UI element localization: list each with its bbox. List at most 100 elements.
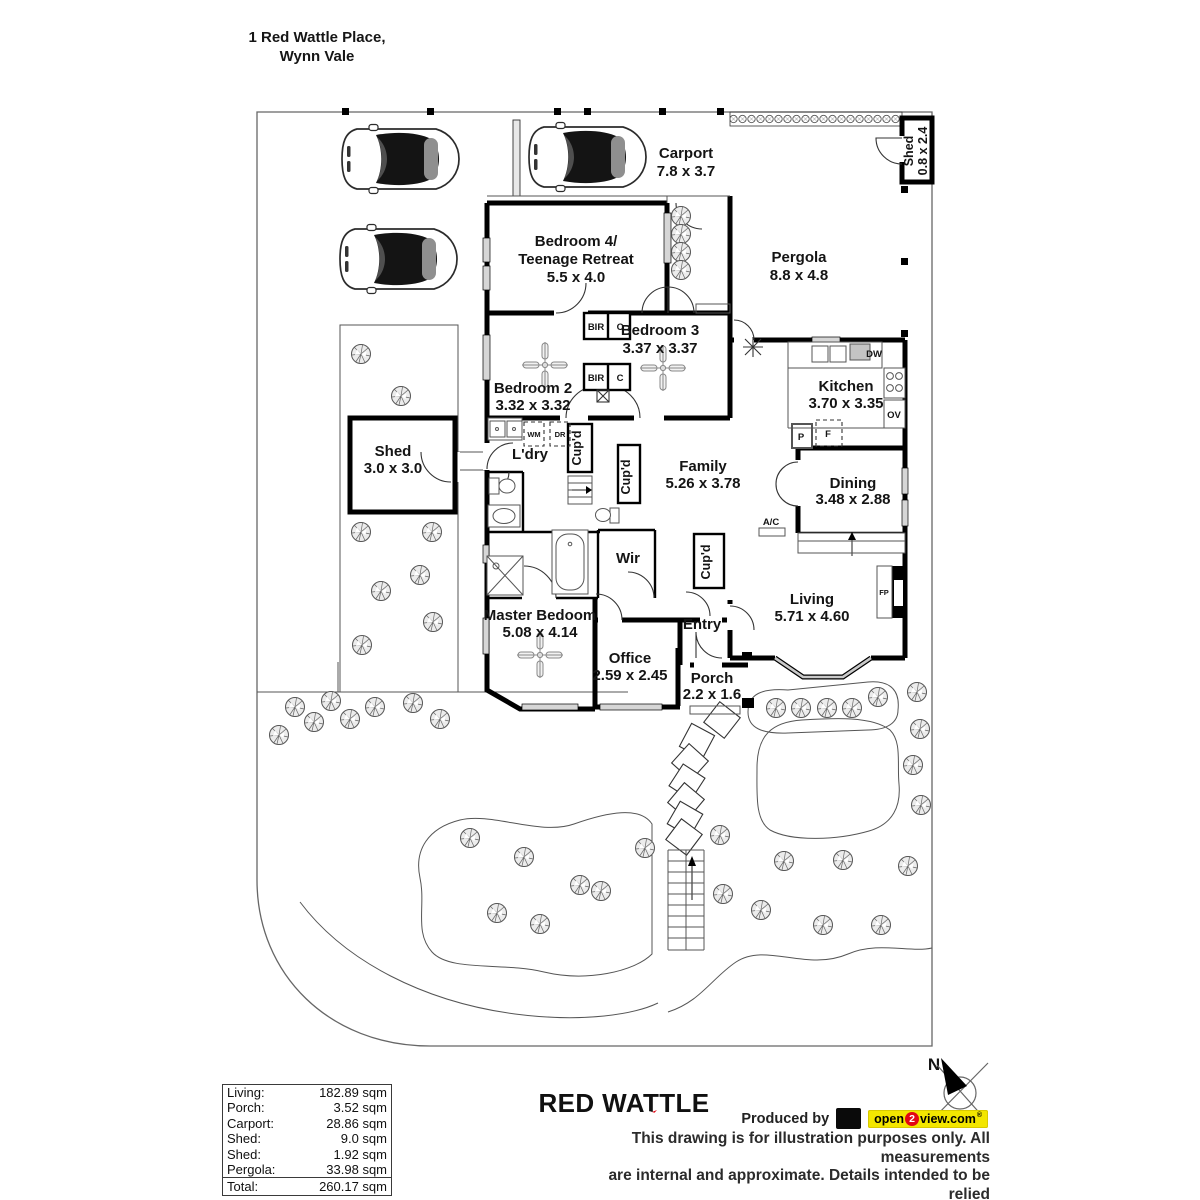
lawn-left [418,812,653,977]
plant-icon [671,260,691,280]
living-dims: 5.71 x 4.60 [774,608,849,625]
cupd-label: Cup'd [570,431,584,466]
tree-icon [530,914,550,934]
open2view-logo: open 2 view.com ® [868,1109,988,1128]
p-label: P [798,432,805,443]
area-value: 182.89 sqm [319,1085,387,1100]
table-row: Pergola: 33.98 sqm [223,1162,391,1177]
tree-icon [898,856,918,876]
compass-needle [941,1058,967,1095]
garden [257,324,933,1019]
tree-icon [410,565,430,585]
dining-label: Dining [830,475,877,492]
disclaimer-line1: This drawing is for illustration purpose… [631,1130,990,1166]
tree-icon [635,838,655,858]
tree-icon [371,581,391,601]
tree-icon [269,725,289,745]
tree-icon [903,755,923,775]
tree-icon [487,903,507,923]
c-label: C [617,322,624,333]
kitchen-label: Kitchen [818,378,873,395]
porch-post [742,652,752,660]
produced-by-row: Produced by open 2 view.com ® [640,1108,988,1129]
shed-top-dims: 0.8 x 2.4 [916,127,930,176]
shed-left-dims: 3.0 x 3.0 [364,460,422,477]
kitchen-fittings [787,341,906,449]
f-label: F [825,429,831,440]
dw-label: DW [866,349,882,360]
entry-label: Entry [683,616,722,633]
planter [671,206,691,280]
area-label: Shed: [227,1131,261,1147]
hall-steps [567,475,593,505]
pergola-label: Pergola [771,249,827,266]
tree-icon [403,693,423,713]
tree-icon [907,682,927,702]
wir-label: Wir [616,550,640,567]
front-garden-bed [747,681,899,734]
tree-icon [351,344,371,364]
porch-label: Porch [691,670,734,687]
tree-icon [285,697,305,717]
area-table: Living: 182.89 sqm Porch: 3.52 sqm Carpo… [222,1084,392,1197]
tree-icon [391,386,411,406]
tree-icon [430,709,450,729]
tree-icon [868,687,888,707]
stepping-stones [665,700,742,856]
fixtures [486,206,906,715]
tree-icon [304,712,324,732]
table-total-row: Total: 260.17 sqm [223,1177,391,1195]
carport-dims: 7.8 x 3.7 [657,163,715,180]
fireplace [876,565,905,619]
plant-icon [671,206,691,226]
disclaimer-line2: are internal and approximate. Details in… [608,1167,990,1200]
family-dims: 5.26 x 3.78 [665,475,740,492]
plan-title: RED WATTLE [538,1088,710,1118]
fixture-labels: BIR C BIR C WM DR DW OV P F A/C FP Cup'd… [527,322,901,597]
tree-icon [871,915,891,935]
tree-icon [422,522,442,542]
bay-window [774,656,872,679]
master-dims: 5.08 x 4.14 [502,624,578,641]
tree-icon [751,900,771,920]
tree-icon [321,691,341,711]
area-value: 3.52 sqm [333,1100,387,1116]
tree-icon [766,698,786,718]
kitchen-dims: 3.70 x 3.35 [808,395,883,412]
dining-dims: 3.48 x 2.88 [815,491,890,508]
compass-north: N [928,1055,940,1074]
fridge-space [815,419,843,447]
tree-icon [460,828,480,848]
door-arc [875,137,903,165]
logo-two: 2 [905,1111,920,1126]
bed-curve-right [667,947,933,1013]
carport-gate [512,119,521,197]
bed-curve-left [299,901,659,1019]
area-value: 1.92 sqm [333,1146,387,1162]
shed-left-walls [347,415,458,515]
tree-icon [570,875,590,895]
tree-icon [713,884,733,904]
living-label: Living [790,591,834,608]
tree-icon [423,612,443,632]
planting-strip [339,324,459,693]
porch-step [689,705,741,715]
compass: N [928,1055,989,1123]
logo-open: open [874,1111,905,1126]
tree-icon [710,825,730,845]
tree-icon [791,698,811,718]
tree-icon [910,719,930,739]
cupd-label: Cup'd [699,545,713,580]
total-label: Total: [227,1179,259,1195]
closets [566,311,726,590]
area-label: Porch: [227,1100,265,1116]
table-row: Shed: 1.92 sqm [223,1147,391,1162]
address-line1: 1 Red Wattle Place, [248,29,386,46]
tree-icon [911,795,931,815]
disclaimer: This drawing is for illustration purpose… [590,1130,990,1200]
tree-icon [813,915,833,935]
logo-reg: ® [976,1111,982,1119]
tree-icon [340,709,360,729]
tree-icon [774,851,794,871]
bedroom3-label: Bedroom 3 [621,322,699,339]
